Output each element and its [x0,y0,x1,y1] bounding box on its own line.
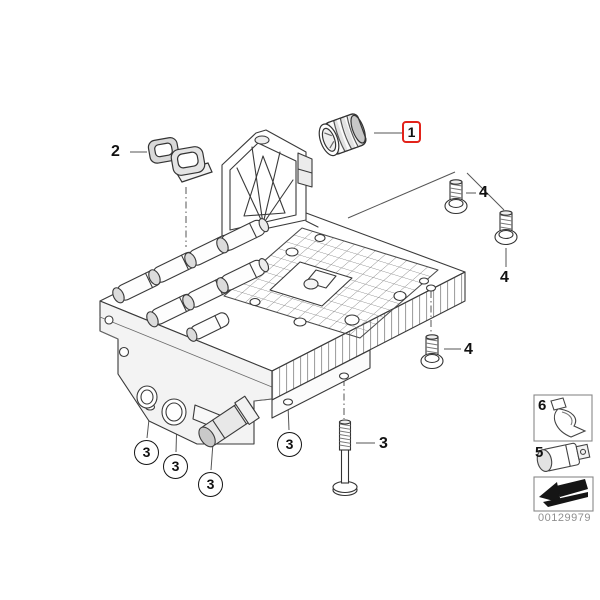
legend-bracket-drawing [550,397,587,438]
legend-solenoid-drawing [536,442,591,472]
callout-3-pos1[interactable]: 3 [134,440,159,465]
legend-box-6 [533,394,593,442]
callout-2[interactable]: 2 [111,143,120,160]
callout-3-pos3[interactable]: 3 [198,472,223,497]
callout-3-pos4[interactable]: 3 [277,432,302,457]
direction-arrow-icon [539,479,588,507]
screw-part-drawing [420,179,518,370]
callout-3-pos2[interactable]: 3 [163,454,188,479]
legend-label-5[interactable]: 5 [535,444,544,461]
diagram-code: 00129979 [538,512,591,524]
callout-4-top[interactable]: 4 [479,184,488,201]
valve-body-drawing [99,129,466,448]
callout-4-right[interactable]: 4 [500,269,509,286]
sleeve-part-drawing [318,113,367,157]
callout-3[interactable]: 3 [379,435,388,452]
legend-label-6[interactable]: 6 [538,397,547,414]
bolt-part-drawing [332,419,358,497]
legend [533,394,594,512]
clip-part-drawing [147,137,213,183]
solenoid-row-drawing [112,218,270,342]
callout-4-bottom[interactable]: 4 [464,341,473,358]
callout-1[interactable]: 1 [402,121,421,143]
